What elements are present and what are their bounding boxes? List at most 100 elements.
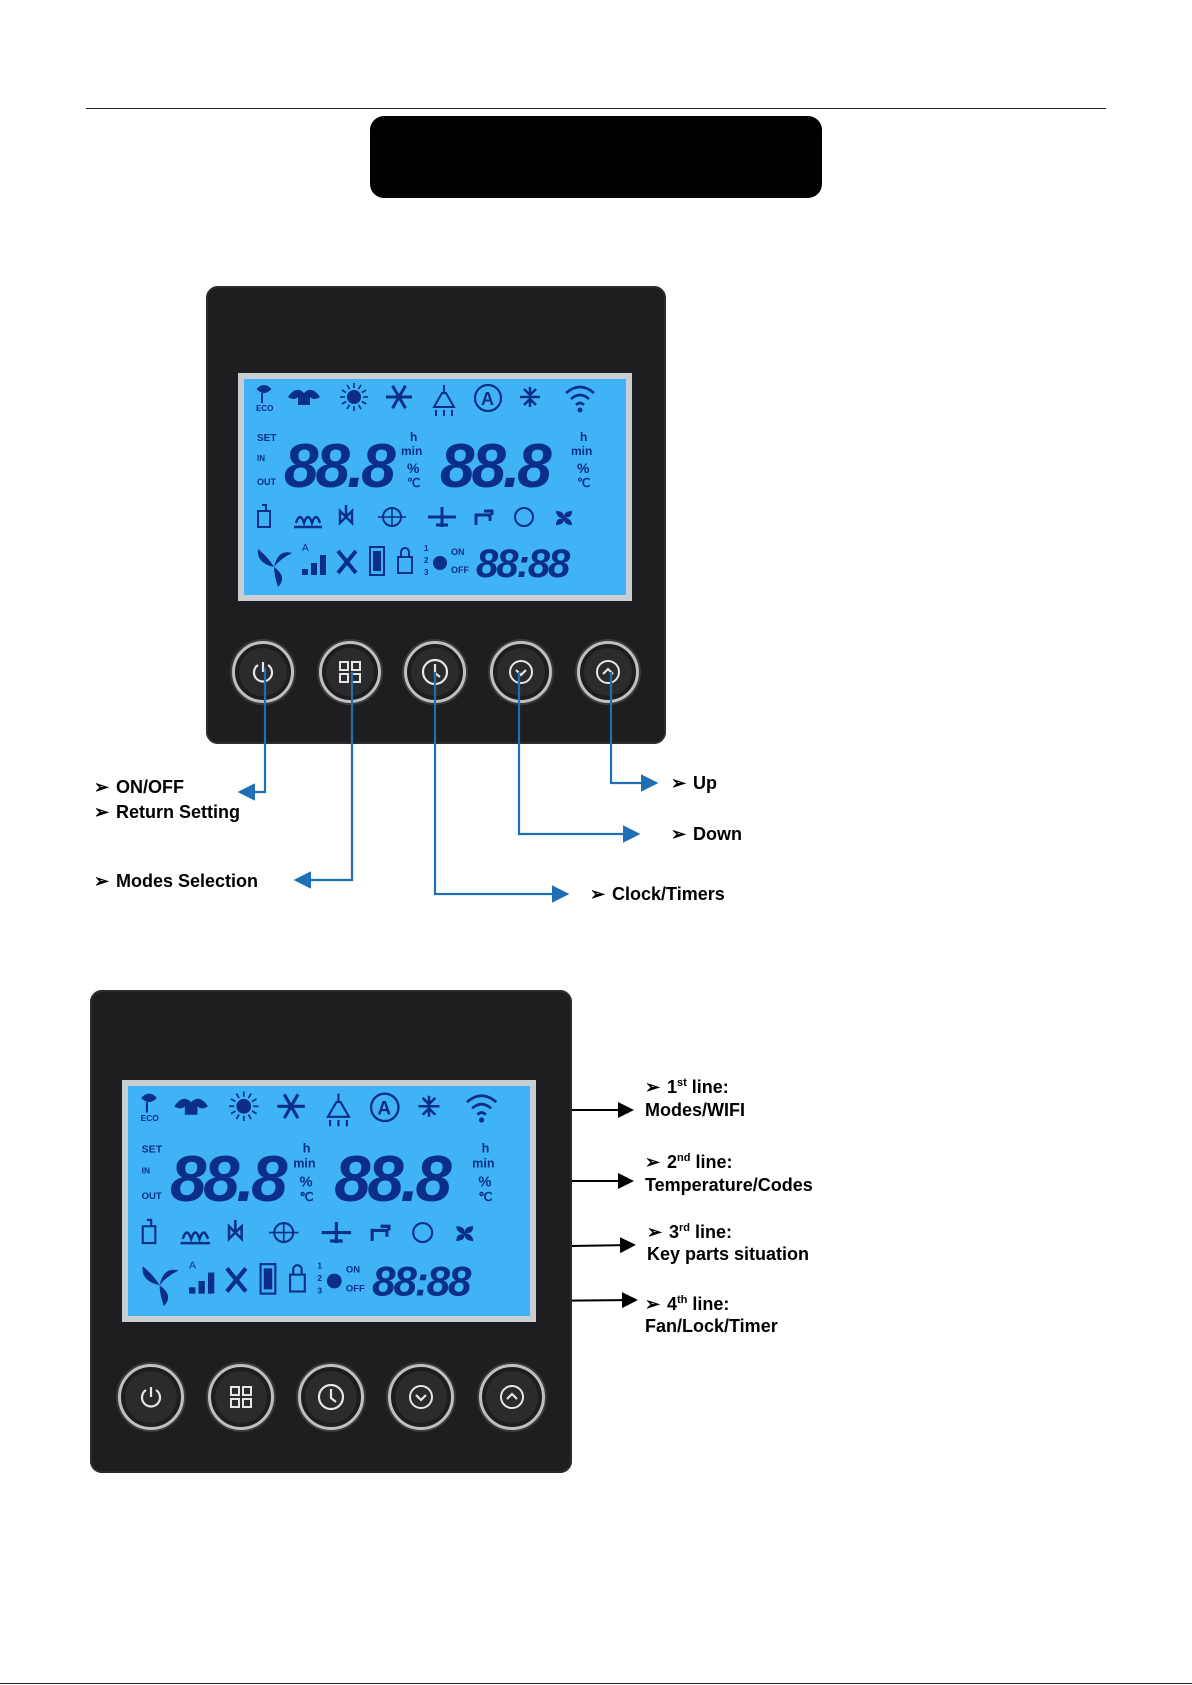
label-up: ➢Up bbox=[671, 773, 717, 793]
top-rule bbox=[86, 108, 1106, 109]
chevron-down-icon bbox=[409, 1385, 433, 1409]
bullet-arrow-icon: ➢ bbox=[94, 871, 110, 891]
fan-coil-icon bbox=[428, 507, 456, 527]
sun-ray bbox=[361, 400, 367, 405]
wifi-dot bbox=[478, 1117, 485, 1123]
bullet-arrow-icon: ➢ bbox=[647, 1222, 663, 1242]
timer-1: 1 bbox=[424, 544, 429, 553]
fan-bar-3 bbox=[320, 555, 326, 575]
outdoor-fan-icon bbox=[456, 1226, 474, 1241]
unit-min: min bbox=[571, 444, 592, 458]
clock-button[interactable] bbox=[298, 1364, 364, 1430]
out-label: OUT bbox=[142, 1191, 162, 1202]
fan-bar-3 bbox=[207, 1272, 215, 1294]
electric-heater-icon bbox=[180, 1231, 211, 1245]
out-label: OUT bbox=[257, 477, 277, 487]
lock-icon bbox=[397, 556, 413, 574]
cooling-snowflake-icon bbox=[282, 1093, 300, 1119]
chevron-down-icon bbox=[509, 660, 533, 684]
unit-h: h bbox=[303, 1142, 311, 1156]
sun-ray bbox=[247, 1093, 252, 1099]
lock-shackle bbox=[292, 1264, 303, 1275]
set-label: SET bbox=[142, 1144, 163, 1156]
unit-celsius: ℃ bbox=[300, 1190, 314, 1204]
bullet-arrow-icon: ➢ bbox=[590, 884, 606, 904]
line3-heading: ➢3rd line: bbox=[647, 1222, 733, 1242]
unit-min: min bbox=[293, 1156, 315, 1170]
battery-icon bbox=[259, 1263, 277, 1295]
defrost-icon bbox=[520, 387, 540, 407]
flow-switch-icon bbox=[514, 507, 534, 527]
timer-2: 2 bbox=[424, 556, 429, 565]
sun-ray bbox=[235, 1093, 240, 1099]
unit-min: min bbox=[401, 444, 422, 458]
up-button[interactable] bbox=[479, 1364, 545, 1430]
auto-mode-letter: A bbox=[481, 389, 494, 409]
hot-water-shower-icon bbox=[326, 1093, 351, 1127]
power-boost-icon bbox=[288, 389, 320, 405]
fan-bar-2 bbox=[311, 563, 317, 575]
unit-percent: % bbox=[407, 460, 420, 476]
heating-sun-icon bbox=[236, 1098, 252, 1114]
electric-heater-icon bbox=[294, 515, 322, 529]
in-label: IN bbox=[257, 454, 265, 463]
sun-ray bbox=[230, 1110, 236, 1115]
line2-desc: Temperature/Codes bbox=[645, 1175, 813, 1195]
sun-ray bbox=[235, 1114, 240, 1120]
outdoor-fan-icon bbox=[556, 511, 572, 525]
lock-icon bbox=[289, 1273, 306, 1293]
in-label: IN bbox=[142, 1166, 150, 1176]
unit-min: min bbox=[472, 1156, 494, 1170]
down-button[interactable] bbox=[490, 641, 552, 703]
label-return-setting: ➢Return Setting bbox=[94, 802, 240, 822]
mode-button[interactable] bbox=[208, 1364, 274, 1430]
line2-heading: ➢2nd line: bbox=[645, 1152, 733, 1172]
clock-digits: 88:88 bbox=[476, 542, 571, 586]
fan-speed-icon bbox=[142, 1266, 179, 1307]
mode-button[interactable] bbox=[319, 641, 381, 703]
clock-digits: 88:88 bbox=[372, 1258, 472, 1305]
battery-fill bbox=[263, 1268, 273, 1290]
fan-auto-label: A bbox=[302, 543, 309, 554]
bullet-arrow-icon: ➢ bbox=[671, 824, 687, 844]
up-button[interactable] bbox=[577, 641, 639, 703]
power-button[interactable] bbox=[232, 641, 294, 703]
power-button[interactable] bbox=[118, 1364, 184, 1430]
timer-on-label: ON bbox=[451, 547, 465, 557]
eco-text: ECO bbox=[141, 1113, 160, 1123]
label-on-off: ➢ON/OFF bbox=[94, 777, 184, 797]
timer-2: 2 bbox=[317, 1273, 322, 1283]
timer-on-label: ON bbox=[346, 1265, 360, 1276]
section-title-bar bbox=[370, 116, 822, 198]
compressor-icon bbox=[257, 504, 271, 528]
power-icon bbox=[252, 662, 274, 683]
auto-mode-letter: A bbox=[377, 1099, 391, 1120]
down-button[interactable] bbox=[388, 1364, 454, 1430]
timer-clock-icon bbox=[433, 556, 447, 570]
valve-icon bbox=[227, 1219, 243, 1242]
defrost-icon bbox=[418, 1095, 440, 1117]
auto-mode-icon bbox=[369, 1092, 400, 1123]
sun-ray bbox=[361, 389, 367, 394]
label-down: ➢Down bbox=[671, 824, 742, 844]
label-modes-selection: ➢Modes Selection bbox=[94, 871, 259, 891]
timer-3: 3 bbox=[424, 568, 429, 577]
fan-bar-1 bbox=[302, 569, 308, 575]
fan-coil-icon bbox=[321, 1222, 352, 1244]
timer-3: 3 bbox=[317, 1286, 322, 1296]
unit-percent: % bbox=[300, 1174, 313, 1190]
battery-fill bbox=[373, 551, 381, 571]
sun-ray bbox=[357, 384, 362, 390]
eco-leaf-icon bbox=[256, 385, 272, 403]
timer-clock-icon bbox=[326, 1273, 342, 1289]
sun-ray bbox=[247, 1114, 252, 1120]
flow-switch-icon bbox=[412, 1222, 434, 1244]
power-boost-icon bbox=[174, 1098, 208, 1115]
mode-grid-icon bbox=[230, 1386, 252, 1408]
fan-auto-label: A bbox=[189, 1259, 196, 1271]
